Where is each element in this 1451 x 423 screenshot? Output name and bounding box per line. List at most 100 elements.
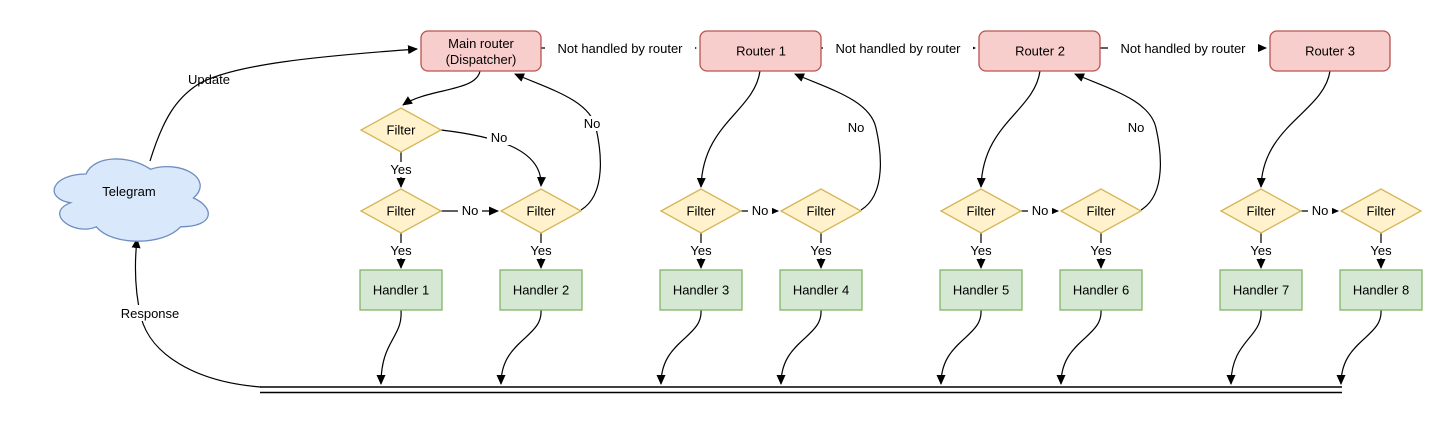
edge-handler-3-to-bus [656, 309, 702, 385]
filter-label: Filter [807, 204, 837, 219]
label-bg [1087, 243, 1115, 258]
label-bg [844, 120, 868, 135]
label-bg [114, 305, 186, 321]
yes-label: Yes [1250, 243, 1272, 258]
edge-dispatcher-to-filter [402, 70, 481, 106]
filter-label: Filter [387, 204, 417, 219]
edge-handler-6-to-bus [1056, 309, 1102, 385]
routers-layer [420, 30, 1391, 72]
label-bg [1124, 120, 1148, 135]
filter-router2-left-node [939, 188, 1023, 234]
router-3-node [1269, 30, 1391, 72]
label-bg [1028, 203, 1052, 218]
filter-label: Filter [387, 123, 417, 138]
handler-7-node [1219, 269, 1303, 311]
router-3-label: Router 3 [1305, 44, 1355, 59]
filter-dispatcher-left-node [359, 188, 443, 234]
edge-router1-to-filter [696, 70, 761, 188]
response-label: Response [121, 306, 180, 321]
label-bg [458, 203, 482, 218]
router-1-node [699, 30, 822, 72]
label-bg [487, 130, 511, 145]
yes-label: Yes [690, 243, 712, 258]
filter-label: Filter [967, 204, 997, 219]
label-backgrounds-layer [114, 41, 1395, 321]
handler-8-label: Handler 8 [1353, 283, 1409, 298]
update-label: Update [188, 72, 230, 87]
handler-7-label: Handler 7 [1233, 283, 1289, 298]
label-bg [1367, 243, 1395, 258]
handler-1-node [359, 269, 443, 311]
handler-4-node [779, 269, 863, 311]
filter-dispatcher-right-node [499, 188, 583, 234]
handler-6-label: Handler 6 [1073, 283, 1129, 298]
no-label: No [584, 116, 601, 131]
label-bg [967, 243, 995, 258]
filter-label: Filter [687, 204, 717, 219]
main-router-label-line2: (Dispatcher) [446, 52, 517, 67]
edge-handler-2-to-bus [496, 309, 542, 385]
handler-3-node [659, 269, 743, 311]
telegram-cloud [53, 158, 209, 242]
label-bg [687, 243, 715, 258]
yes-label: Yes [1090, 243, 1112, 258]
no-label: No [848, 120, 865, 135]
label-bg [748, 203, 772, 218]
cloud-shape [53, 158, 209, 242]
filter-label: Filter [527, 204, 557, 219]
handler-4-label: Handler 4 [793, 283, 849, 298]
edge-handler-5-to-bus [936, 309, 982, 385]
router-2-label: Router 2 [1015, 44, 1065, 59]
labels-layer: Telegram Main router (Dispatcher) Router… [102, 36, 1409, 321]
filter-dispatcher-top-node [359, 107, 443, 153]
filter-router2-right-node [1059, 188, 1143, 234]
not-handled-label-1: Not handled by router [557, 41, 683, 56]
edge-router2-to-filter [976, 70, 1041, 188]
edge-filter-a-no [440, 129, 546, 187]
filter-router1-right-node [779, 188, 863, 234]
telegram-label: Telegram [102, 184, 155, 199]
filter-label: Filter [1367, 204, 1397, 219]
label-bg [1308, 203, 1332, 218]
no-label: No [752, 203, 769, 218]
label-bg [527, 243, 555, 258]
no-label: No [1032, 203, 1049, 218]
label-bg [1108, 41, 1258, 56]
edge-filter-1r-no-loop [794, 73, 881, 211]
label-bg [387, 243, 415, 258]
handler-5-node [939, 269, 1023, 311]
filter-router3-left-node [1219, 188, 1303, 234]
router-2-node [978, 30, 1101, 72]
handler-5-label: Handler 5 [953, 283, 1009, 298]
label-bg [545, 41, 695, 56]
not-handled-label-2: Not handled by router [835, 41, 961, 56]
filters-layer [359, 107, 1423, 234]
edges-layer [131, 43, 1386, 394]
no-label: No [462, 203, 479, 218]
edge-handler-1-to-bus [376, 309, 402, 385]
edge-filter-2r-no-loop [1074, 73, 1161, 211]
no-label: No [491, 130, 508, 145]
handlers-layer [359, 269, 1423, 311]
edge-handler-7-to-bus [1226, 309, 1262, 385]
router-1-label: Router 1 [736, 44, 786, 59]
yes-label: Yes [810, 243, 832, 258]
filter-router3-right-node [1339, 188, 1423, 234]
filter-router1-left-node [659, 188, 743, 234]
yes-label: Yes [1370, 243, 1392, 258]
yes-label: Yes [390, 243, 412, 258]
handler-1-label: Handler 1 [373, 283, 429, 298]
handler-6-node [1059, 269, 1143, 311]
main-router-label-line1: Main router [448, 36, 514, 51]
yes-label: Yes [970, 243, 992, 258]
handler-8-node [1339, 269, 1423, 311]
filter-label: Filter [1087, 204, 1117, 219]
handler-2-label: Handler 2 [513, 283, 569, 298]
edge-update [149, 45, 418, 162]
handler-2-node [499, 269, 583, 311]
label-bg [387, 162, 415, 177]
edge-handler-4-to-bus [776, 309, 822, 385]
yes-label: Yes [390, 162, 412, 177]
edge-router3-to-filter [1256, 70, 1331, 188]
